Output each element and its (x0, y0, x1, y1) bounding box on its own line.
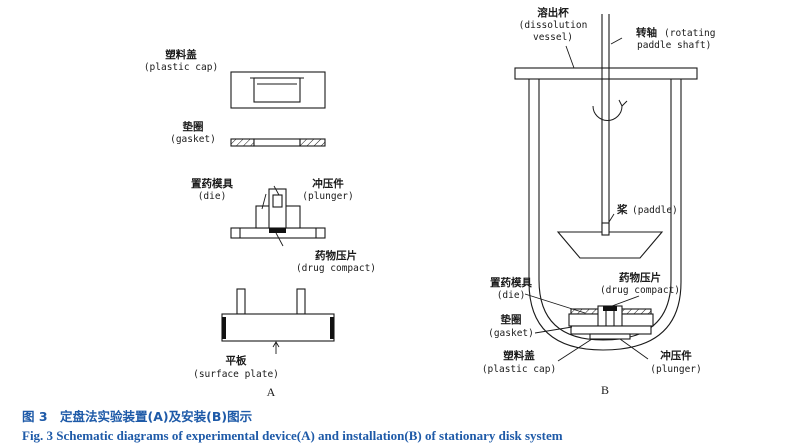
label-b-vessel-en-1: (dissolution (519, 20, 588, 31)
paddle-shaft (592, 14, 628, 230)
label-a-gasket-en: (gasket) (170, 134, 216, 145)
label-b-gasket-en: (gasket) (488, 328, 534, 339)
label-b-vessel-cn: 溶出杯 (537, 6, 569, 19)
die-plunger-part (230, 188, 326, 239)
panel-a (221, 71, 335, 354)
label-b-cap-cn: 塑料盖 (503, 349, 535, 362)
label-b-gasket-cn: 垫圈 (501, 313, 522, 326)
label-a-plunger-en: (plunger) (302, 191, 353, 202)
die-assembly-installed (568, 305, 654, 340)
label-a-die-cn: 置药模具 (191, 177, 233, 190)
panel-a-labels: 塑料盖 (plastic cap) 垫圈 (gasket) 置药模具 (die)… (144, 48, 376, 399)
label-b-die-cn: 置药模具 (490, 276, 532, 289)
label-b-compact-en: (drug compact) (600, 285, 680, 296)
label-a-plunger-cn: 冲压件 (312, 177, 344, 190)
label-b-paddle-cn: 桨 (616, 203, 628, 216)
panel-b-labels: 溶出杯 (dissolution vessel) 转轴 (rotating pa… (482, 6, 716, 397)
label-b-vessel-en-2: vessel) (533, 32, 573, 43)
panel-a-letter: A (267, 385, 276, 399)
label-b-plunger-cn: 冲压件 (660, 349, 692, 362)
panel-b (514, 14, 698, 362)
label-a-cap-cn: 塑料盖 (165, 48, 197, 61)
figure-caption-chinese: 图 3 定盘法实验装置(A)及安装(B)图示 (22, 409, 253, 424)
label-b-shaft-en-2: paddle shaft) (637, 40, 711, 51)
gasket-part (230, 138, 326, 147)
label-a-plate-cn: 平板 (226, 354, 247, 367)
label-b-cap-en: (plastic cap) (482, 364, 556, 375)
label-b-plunger-en: (plunger) (650, 364, 701, 375)
paddle-blade (556, 222, 664, 259)
plastic-cap-part (230, 71, 326, 109)
leader-lines-a (261, 185, 284, 354)
label-b-compact-cn: 药物压片 (619, 271, 661, 284)
panel-b-letter: B (601, 383, 609, 397)
label-b-shaft-cn: 转轴 (636, 26, 657, 39)
dissolution-vessel (514, 67, 698, 351)
drug-compact-b (603, 306, 617, 311)
surface-plate-part (221, 288, 335, 342)
label-a-compact-en: (drug compact) (296, 263, 376, 274)
leader-lines-b (524, 37, 649, 362)
label-b-paddle-en: (paddle) (632, 205, 678, 216)
label-a-die-en: (die) (198, 191, 227, 202)
figure-caption-english: Fig. 3 Schematic diagrams of experimenta… (22, 428, 563, 443)
label-b-shaft-en-1: (rotating (664, 28, 715, 39)
label-a-plate-en: (surface plate) (193, 369, 279, 380)
label-a-compact-cn: 药物压片 (315, 249, 357, 262)
drug-compact-a (269, 228, 286, 233)
label-a-cap-en: (plastic cap) (144, 62, 218, 73)
label-b-die-en: (die) (497, 290, 526, 301)
label-a-gasket-cn: 垫圈 (183, 120, 204, 133)
